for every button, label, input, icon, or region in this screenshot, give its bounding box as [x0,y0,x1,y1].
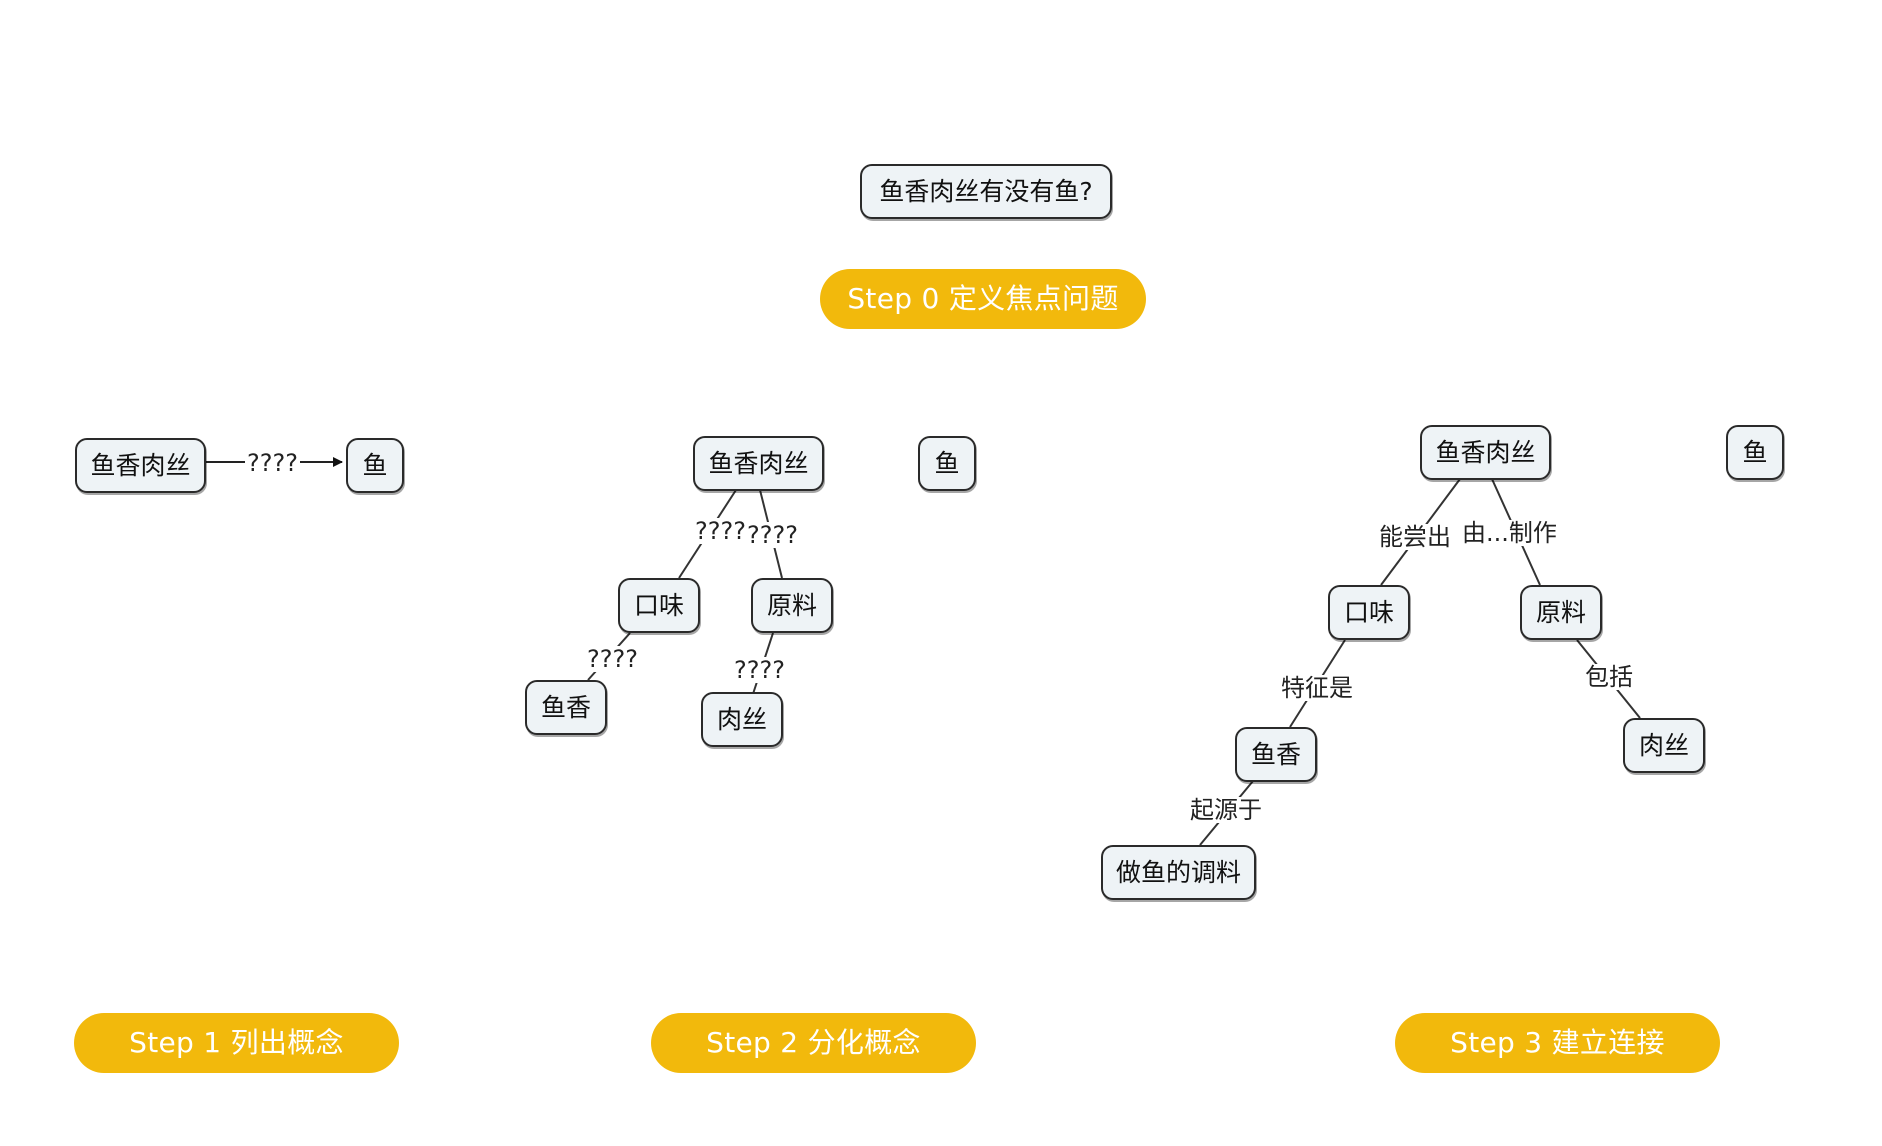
p1-node-fish-label: 鱼 [362,451,388,480]
p1-node-dish[interactable]: 鱼香肉丝 [75,438,206,493]
p2-node-shreds-label: 肉丝 [716,705,767,734]
p2-node-yuxiang-label: 鱼香 [540,693,591,722]
p3-edge-label-ingredients-shreds-text: 包括 [1585,663,1633,691]
p3-node-fish-label: 鱼 [1742,438,1768,467]
p2-edge-label-dish-ingredients: ???? [745,522,800,548]
p3-node-dish-label: 鱼香肉丝 [1435,438,1536,467]
p2-edge-label-ingredients-shreds: ???? [732,657,787,683]
p2-node-fish[interactable]: 鱼 [918,436,976,491]
p2-node-fish-label: 鱼 [934,449,960,478]
step3-badge: Step 3 建立连接 [1395,1013,1720,1073]
p3-node-ingredients[interactable]: 原料 [1520,585,1602,640]
p3-node-yuxiang-label: 鱼香 [1250,740,1301,769]
p3-edge-label-flavor-yuxiang-text: 特征是 [1281,674,1353,702]
p3-edge-label-yuxiang-seasoning-text: 起源于 [1190,796,1262,824]
p1-edge-label: ???? [245,450,300,476]
p2-edge-label-flavor-yuxiang-text: ???? [587,645,638,673]
p2-edge-label-flavor-yuxiang: ???? [585,646,640,672]
p3-node-dish[interactable]: 鱼香肉丝 [1420,425,1551,480]
p3-edge-label-dish-ingredients-text: 由...制作 [1462,519,1557,547]
p2-node-flavor-label: 口味 [633,591,684,620]
p3-edge-label-dish-flavor-text: 能尝出 [1379,523,1451,551]
p3-edge-label-dish-flavor: 能尝出 [1377,524,1453,550]
p3-node-ingredients-label: 原料 [1535,598,1586,627]
p3-node-seasoning-label: 做鱼的调料 [1115,858,1241,887]
p2-node-dish[interactable]: 鱼香肉丝 [693,436,824,491]
p2-edge-label-dish-ingredients-text: ???? [747,521,798,549]
p1-edge-label-text: ???? [247,449,298,477]
step3-label: Step 3 建立连接 [1450,1026,1665,1059]
p3-node-flavor[interactable]: 口味 [1328,585,1410,640]
p1-node-fish[interactable]: 鱼 [346,438,404,493]
p2-edge-label-dish-flavor: ???? [693,518,748,544]
p3-node-fish[interactable]: 鱼 [1726,425,1784,480]
p3-edge-label-dish-ingredients: 由...制作 [1460,520,1559,546]
p1-node-dish-label: 鱼香肉丝 [90,451,191,480]
p2-node-flavor[interactable]: 口味 [618,578,700,633]
p3-node-seasoning[interactable]: 做鱼的调料 [1101,845,1256,900]
step1-label: Step 1 列出概念 [129,1026,344,1059]
p3-edge-label-flavor-yuxiang: 特征是 [1279,675,1355,701]
step2-badge: Step 2 分化概念 [651,1013,976,1073]
p3-node-flavor-label: 口味 [1343,598,1394,627]
p3-node-shreds[interactable]: 肉丝 [1623,718,1705,773]
p2-node-shreds[interactable]: 肉丝 [701,692,783,747]
step2-label: Step 2 分化概念 [706,1026,921,1059]
p2-node-yuxiang[interactable]: 鱼香 [525,680,607,735]
p3-edge-label-ingredients-shreds: 包括 [1583,664,1635,690]
step0-label: Step 0 定义焦点问题 [847,282,1119,315]
step0-badge: Step 0 定义焦点问题 [820,269,1146,329]
p2-edge-label-dish-flavor-text: ???? [695,517,746,545]
p2-node-ingredients[interactable]: 原料 [751,578,833,633]
p3-node-shreds-label: 肉丝 [1638,731,1689,760]
p3-edge-label-yuxiang-seasoning: 起源于 [1188,797,1264,823]
step1-badge: Step 1 列出概念 [74,1013,399,1073]
p3-node-yuxiang[interactable]: 鱼香 [1235,727,1317,782]
p2-node-ingredients-label: 原料 [766,591,817,620]
focus-question-text: 鱼香肉丝有没有鱼? [879,177,1093,206]
p2-edge-label-ingredients-shreds-text: ???? [734,656,785,684]
p2-node-dish-label: 鱼香肉丝 [708,449,809,478]
focus-question-node[interactable]: 鱼香肉丝有没有鱼? [860,164,1112,219]
